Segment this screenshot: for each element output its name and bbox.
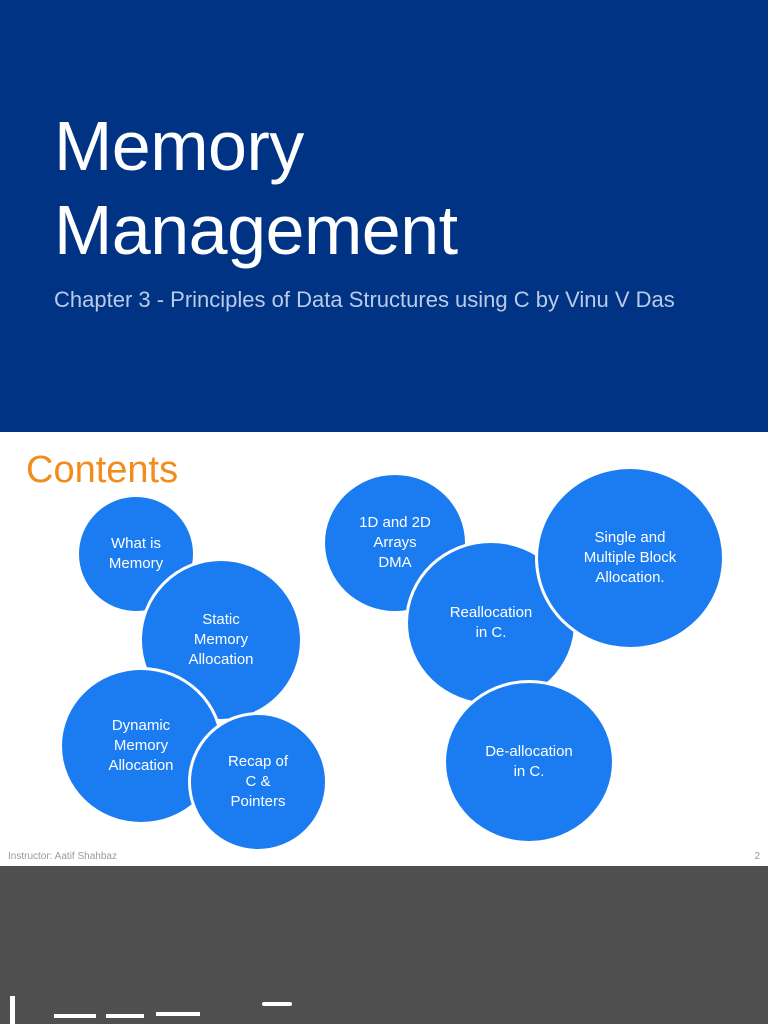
bubble-label: Reallocation in C. [449,604,533,641]
bubble-deallocation: De-allocation in C. [443,680,615,844]
bubble-label: Recap of C & Pointers [227,753,289,810]
bubble-label: Static Memory Allocation [188,611,254,668]
title-slide: Memory Management Chapter 3 - Principles… [0,0,768,432]
bubble-label: Dynamic Memory Allocation [108,717,174,774]
title-line-1: Memory [54,107,304,185]
page-number: 2 [754,851,760,862]
bubble-label: 1D and 2D Arrays DMA [359,514,431,571]
bubble-label: Single and Multiple Block Allocation. [583,529,677,586]
contents-heading: Contents [26,449,179,491]
bubble-label: What is Memory [108,535,164,572]
bubble-block-allocation: Single and Multiple Block Allocation. [535,466,725,650]
title-line-2: Management [54,191,458,269]
next-slide [0,866,768,1024]
bubble-reallocation: Reallocation in C. [405,540,577,706]
slide-title: Memory Management [54,104,458,272]
bubble-what-is-memory: What is Memory [76,494,196,614]
footer-instructor: Instructor: Aatif Shahbaz [8,851,117,862]
contents-slide: Contents What is Memory Static Memory Al… [0,432,768,866]
bubble-label: De-allocation in C. [485,743,573,780]
slide-subtitle: Chapter 3 - Principles of Data Structure… [54,287,675,312]
bubble-recap-pointers: Recap of C & Pointers [188,712,328,852]
partial-title-glyphs [10,996,310,1024]
